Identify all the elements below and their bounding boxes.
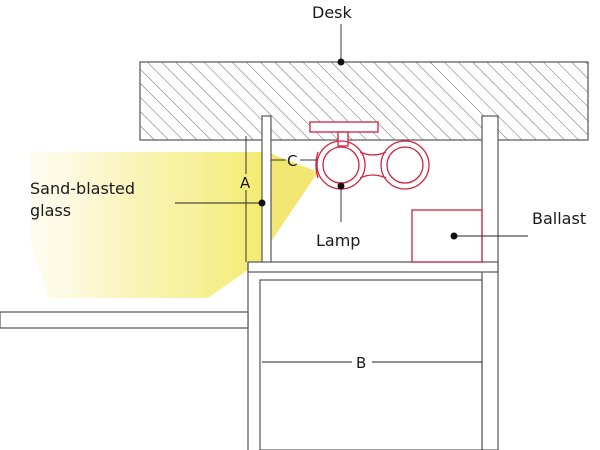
housing-bottom xyxy=(247,261,499,273)
right-post xyxy=(481,115,499,450)
lamp-tubes xyxy=(315,140,430,190)
label-ballast: Ballast xyxy=(532,209,586,228)
glass-leader-dot xyxy=(258,199,266,207)
label-a: A xyxy=(240,174,251,192)
label-lamp: Lamp xyxy=(316,231,360,250)
ballast-leader-dot xyxy=(450,232,458,240)
lamp-holder xyxy=(309,121,379,133)
lower-box xyxy=(259,279,483,450)
label-b: B xyxy=(356,354,366,372)
label-sand-blasted: Sand-blasted xyxy=(30,179,135,198)
label-desk: Desk xyxy=(312,3,353,22)
label-c: C xyxy=(287,152,297,170)
lamp-leader-dot xyxy=(337,182,345,190)
desk-leader-dot xyxy=(337,58,345,66)
light-beam xyxy=(262,150,318,255)
label-glass: glass xyxy=(30,201,71,220)
left-ledge xyxy=(0,311,249,329)
left-post xyxy=(261,115,272,267)
lamp-holder-stem xyxy=(337,131,349,147)
light-glow xyxy=(30,152,262,298)
